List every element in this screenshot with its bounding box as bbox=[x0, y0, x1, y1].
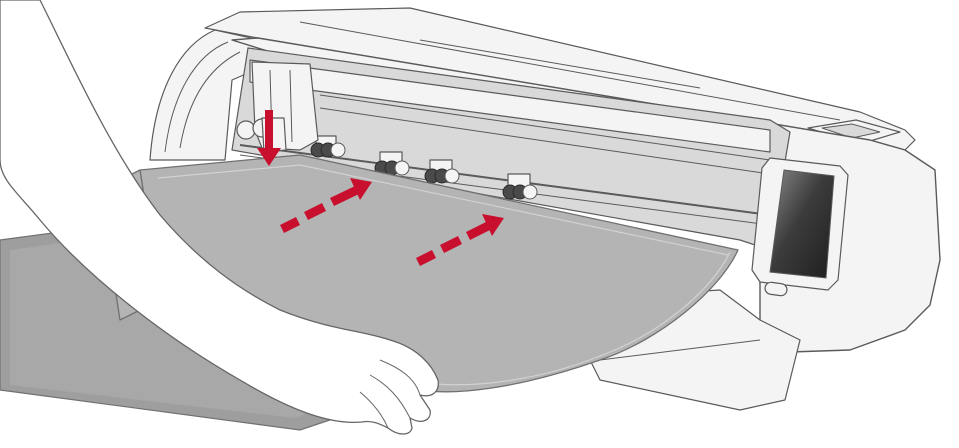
left-arm bbox=[0, 0, 439, 435]
display-screen bbox=[769, 169, 835, 279]
feed-arrow-upper-dash-2 bbox=[304, 203, 326, 220]
left-finger-1 bbox=[379, 359, 421, 396]
feed-arrow-upper-dash-1 bbox=[280, 217, 300, 233]
hands-icon bbox=[0, 0, 439, 435]
front-tray-edge bbox=[599, 339, 761, 361]
machine-left-cap-ring bbox=[164, 41, 229, 153]
machine-rail-groove-2 bbox=[319, 107, 771, 175]
feed-arrow-upper-shaft bbox=[330, 186, 359, 206]
feed-arrow-lower-dash-2 bbox=[440, 236, 462, 253]
arrow-dashed-icon bbox=[416, 214, 504, 266]
feed-arrow-lower-dash-1 bbox=[416, 250, 436, 266]
pinch-roller bbox=[502, 173, 538, 200]
arrow-dashed-icon bbox=[280, 178, 372, 233]
pinch-roller bbox=[310, 135, 346, 158]
carriage-detail-2 bbox=[289, 69, 293, 143]
pinch-roller bbox=[424, 159, 460, 184]
machine-lid-slot-inner bbox=[419, 39, 701, 89]
feed-arrow-lower-shaft bbox=[466, 222, 490, 240]
left-finger-2 bbox=[369, 374, 411, 419]
carriage-knob bbox=[236, 120, 256, 140]
machine-left-cap-ring-2 bbox=[179, 51, 241, 149]
machine-rail bbox=[249, 59, 771, 153]
cutting-mat-front-edge bbox=[417, 251, 731, 386]
machine-lid-slot bbox=[299, 21, 841, 121]
cutting-mat-edge bbox=[157, 164, 729, 256]
arrow-down-icon bbox=[257, 110, 281, 166]
power-button bbox=[764, 281, 788, 297]
left-finger-3 bbox=[359, 391, 389, 429]
feed-arrow-lower-head bbox=[482, 214, 504, 236]
machine-rail-groove bbox=[319, 94, 771, 161]
display-panel bbox=[751, 157, 849, 297]
feed-arrow-upper-head bbox=[350, 178, 372, 200]
